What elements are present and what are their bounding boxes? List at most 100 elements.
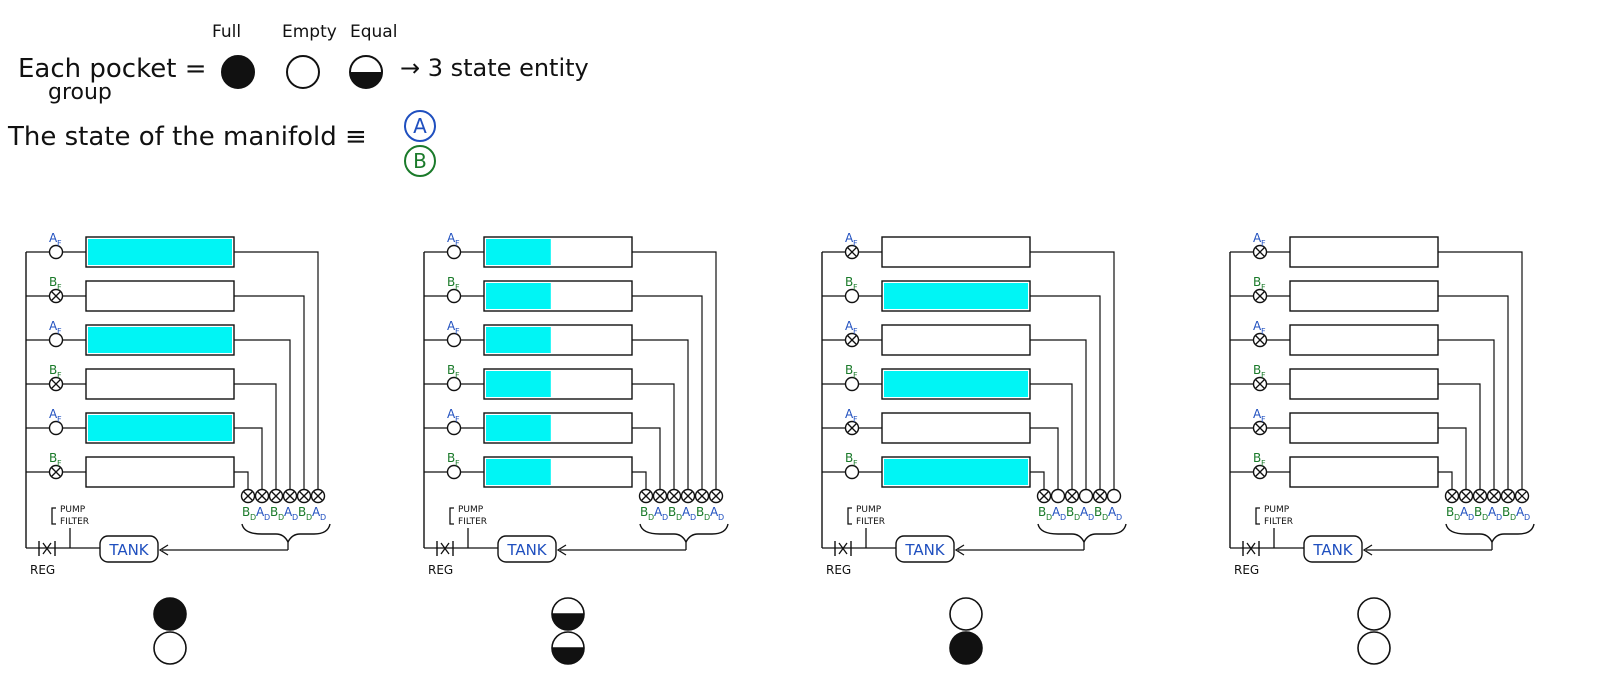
pocket-box bbox=[1289, 368, 1439, 400]
fill-valve-icon bbox=[844, 464, 860, 480]
fill-valve-icon-body bbox=[844, 244, 860, 260]
fill-valve-label-sub: F bbox=[57, 415, 62, 424]
fill-valve-icon bbox=[446, 464, 462, 480]
drain-valve-label-main: A bbox=[682, 505, 691, 519]
drain-valve-icon-x1 bbox=[711, 491, 721, 501]
drain-line bbox=[1438, 471, 1453, 490]
pocket-fill bbox=[884, 459, 1028, 485]
fill-valve-icon-body bbox=[446, 244, 462, 260]
drain-valve-label-main: B bbox=[1038, 505, 1046, 519]
fill-valve-icon-body bbox=[446, 420, 462, 436]
drain-valve-label-main: B bbox=[270, 505, 278, 519]
fill-valve-label-sub: F bbox=[853, 459, 858, 468]
collector-brace bbox=[1037, 523, 1127, 544]
pocket-box bbox=[881, 236, 1031, 268]
fill-valve-icon-x2 bbox=[847, 247, 857, 257]
fill-valve-label-sub: F bbox=[853, 327, 858, 336]
drain-line bbox=[1438, 427, 1467, 490]
fill-valve-label-sub: F bbox=[1261, 459, 1266, 468]
drain-valve-icon-x1 bbox=[1475, 491, 1485, 501]
fill-valve-icon bbox=[844, 376, 860, 392]
drain-valve-label-sub: D bbox=[1074, 513, 1080, 522]
pocket-box bbox=[1289, 280, 1439, 312]
state-b-icon bbox=[1357, 631, 1391, 665]
pocket-fill bbox=[486, 371, 551, 397]
pocket-fill bbox=[88, 239, 232, 265]
drain-valve-icon-body bbox=[1064, 488, 1080, 504]
drain-line bbox=[234, 295, 305, 490]
pocket-box bbox=[1289, 456, 1439, 488]
drain-line bbox=[632, 251, 717, 490]
drain-valve-label-sub: D bbox=[690, 513, 696, 522]
fill-valve-icon bbox=[844, 420, 860, 436]
drain-line bbox=[1030, 251, 1115, 490]
fill-valve-icon-x1 bbox=[51, 379, 61, 389]
drain-valve-label-sub: D bbox=[1102, 513, 1108, 522]
drain-valve-icon-x2 bbox=[711, 491, 721, 501]
fill-valve-icon bbox=[48, 332, 64, 348]
filter-label: FILTER bbox=[1264, 517, 1293, 527]
state-b-icon bbox=[551, 631, 585, 665]
fill-valve-label-main: B bbox=[845, 275, 853, 289]
fill-valve-icon bbox=[446, 244, 462, 260]
pocket-box bbox=[1289, 412, 1439, 444]
fill-valve-icon-x1 bbox=[847, 335, 857, 345]
fill-valve-icon-x1 bbox=[847, 423, 857, 433]
drain-line bbox=[1438, 295, 1509, 490]
manifold-b-letter: B bbox=[413, 149, 427, 173]
drain-valve-icon-x1 bbox=[683, 491, 693, 501]
state-a-icon-ring bbox=[949, 597, 983, 631]
drain-valve-label-main: B bbox=[1446, 505, 1454, 519]
reg-label: REG bbox=[30, 563, 55, 577]
reg-label: REG bbox=[428, 563, 453, 577]
tank-body bbox=[497, 535, 557, 563]
drain-valve-icon-body bbox=[1036, 488, 1052, 504]
pocket-fill bbox=[486, 327, 551, 353]
fill-valve-icon-x2 bbox=[1255, 335, 1265, 345]
fill-valve-label-sub: F bbox=[1261, 371, 1266, 380]
fill-valve-label-main: B bbox=[49, 451, 57, 465]
fill-valve-label-main: B bbox=[1253, 451, 1261, 465]
fill-valve-icon-x2 bbox=[1255, 379, 1265, 389]
state-b-icon-ring bbox=[551, 631, 585, 665]
drain-valve-icon-x1 bbox=[655, 491, 665, 501]
drain-valve-icon-x1 bbox=[313, 491, 323, 501]
pocket-box bbox=[881, 280, 1031, 312]
drain-valve-icon-x2 bbox=[1095, 491, 1105, 501]
fill-valve-icon-body bbox=[1252, 420, 1268, 436]
drain-valve-label-sub: D bbox=[306, 513, 312, 522]
reg-x1 bbox=[838, 542, 848, 555]
drain-valve-icon-body bbox=[296, 488, 312, 504]
drain-valve-icon-x2 bbox=[1067, 491, 1077, 501]
drain-valve-label-sub: D bbox=[718, 513, 724, 522]
drain-valve-icon-x2 bbox=[641, 491, 651, 501]
drain-valve-icon-body bbox=[652, 488, 668, 504]
legend-line2: The state of the manifold ≡ bbox=[8, 122, 367, 152]
reg-x2 bbox=[1246, 542, 1256, 555]
drain-valve-icon-x1 bbox=[641, 491, 651, 501]
pocket-box bbox=[1289, 236, 1439, 268]
fill-valve-label-sub: F bbox=[1261, 283, 1266, 292]
drain-valve-icon-x1 bbox=[299, 491, 309, 501]
drain-valve-label-sub: D bbox=[264, 513, 270, 522]
fill-valve-icon bbox=[1252, 288, 1268, 304]
drain-valve-label-main: A bbox=[284, 505, 293, 519]
fill-valve-label-main: A bbox=[1253, 231, 1262, 245]
fill-valve-icon bbox=[446, 420, 462, 436]
state-b-icon-ring bbox=[1357, 631, 1391, 665]
fill-valve-icon bbox=[1252, 244, 1268, 260]
drain-valve-icon bbox=[1092, 488, 1108, 504]
